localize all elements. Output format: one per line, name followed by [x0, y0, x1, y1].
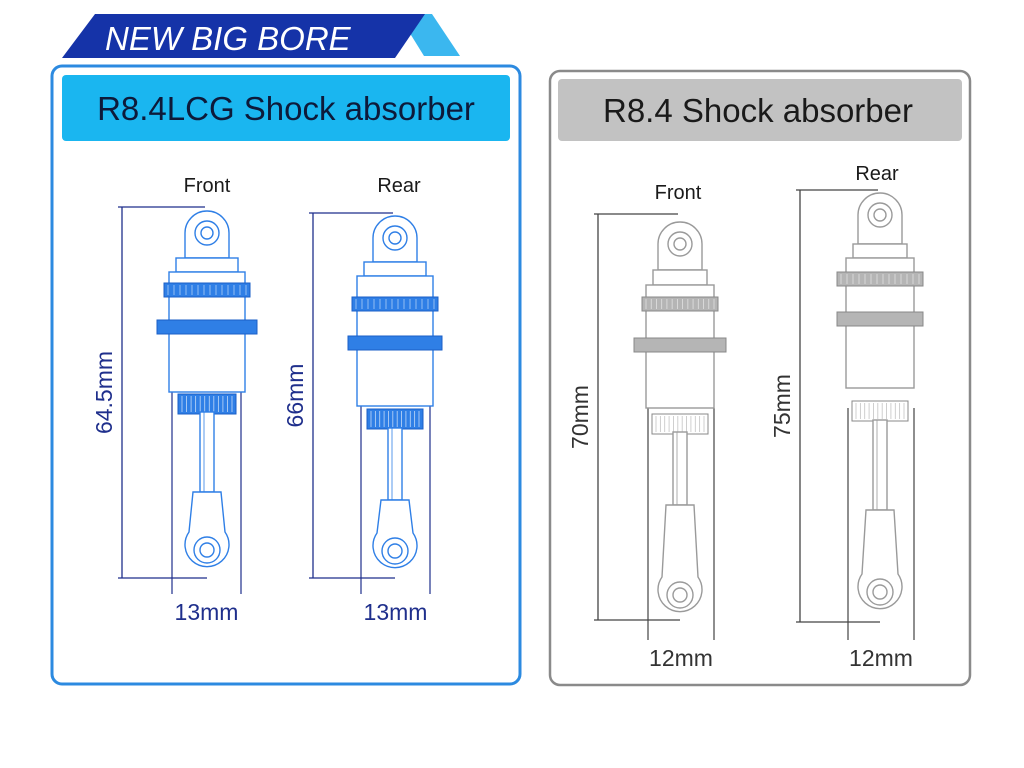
lcg-rear-length-label: 66mm: [282, 364, 308, 428]
lcg-rear-collar-ring: [347, 335, 443, 351]
lcg-front-cap: [175, 257, 239, 273]
banner-title: NEW BIG BORE: [105, 20, 352, 57]
standard-front-shaft: [672, 431, 688, 506]
lcg-rear-cap: [363, 261, 427, 277]
lcg-rear-shock-group: Rear 66mm 13mm: [282, 175, 443, 625]
lcg-front-upper-ring: [163, 282, 251, 298]
standard-rear-position-label: Rear: [855, 163, 899, 185]
lcg-front-position-label: Front: [184, 175, 231, 197]
lcg-front-length-label: 64.5mm: [91, 351, 117, 434]
lcg-panel-header: [62, 75, 510, 141]
lcg-front-collar-ring: [156, 319, 258, 335]
standard-rear-cap: [852, 243, 908, 259]
standard-rear-shaft: [872, 419, 888, 511]
standard-front-rod-end: [657, 504, 703, 613]
new-big-bore-banner: NEW BIG BORE: [62, 14, 460, 58]
standard-front-width-label: 12mm: [649, 645, 713, 671]
lcg-rear-shaft: [387, 427, 403, 501]
standard-front-collar-ring: [633, 337, 727, 353]
standard-panel-title: R8.4 Shock absorber: [603, 92, 913, 129]
standard-rear-bottom-eye-inner: [872, 584, 888, 600]
lcg-rear-bottom-eye-inner: [387, 543, 403, 559]
standard-rear-length-label: 75mm: [769, 374, 795, 438]
lcg-front-shock-group: Front 64.5mm 13mm: [91, 175, 258, 625]
standard-panel-header: [558, 79, 962, 141]
standard-rear-upper-ring: [836, 271, 924, 287]
lcg-front-shaft: [199, 411, 215, 493]
standard-front-top-eye-inner: [673, 237, 687, 251]
standard-front-upper-ring: [641, 296, 719, 312]
standard-rear-top-eye-inner: [873, 208, 887, 222]
lcg-front-top-eye-inner: [200, 226, 214, 240]
standard-front-cap: [652, 269, 708, 286]
lcg-panel-title: R8.4LCG Shock absorber: [97, 90, 475, 127]
standard-rear-width-label: 12mm: [849, 645, 913, 671]
standard-front-shock-group: Front 70mm 12mm: [567, 182, 727, 671]
lcg-front-bottom-eye-inner: [199, 542, 215, 558]
standard-front-length-label: 70mm: [567, 385, 593, 449]
lcg-rear-upper-ring: [351, 296, 439, 312]
lcg-front-width-label: 13mm: [175, 599, 239, 625]
standard-front-bottom-eye-inner: [672, 587, 688, 603]
lcg-rear-top-eye-inner: [388, 231, 402, 245]
standard-rear-collar-ring: [836, 311, 924, 327]
standard-rear-shock-group: Rear 75mm 12mm: [769, 163, 924, 671]
lcg-rear-width-label: 13mm: [364, 599, 428, 625]
standard-front-position-label: Front: [655, 182, 702, 204]
lcg-rear-position-label: Rear: [377, 175, 421, 197]
